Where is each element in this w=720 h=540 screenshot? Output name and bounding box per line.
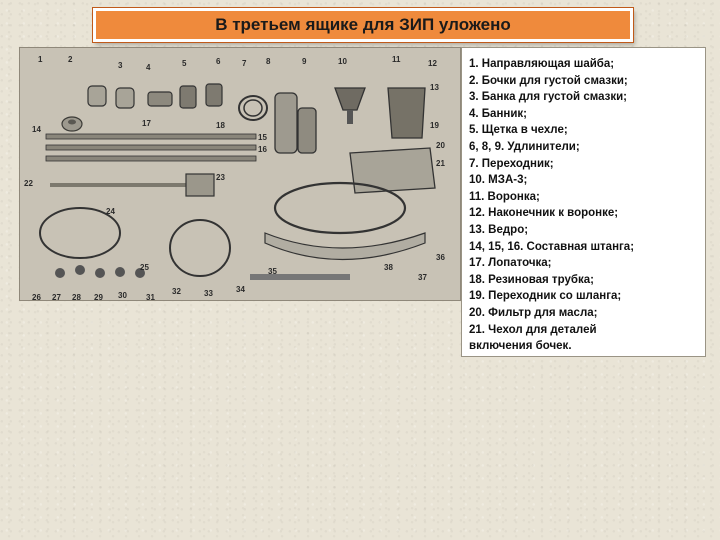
legend-item: 6, 8, 9. Удлинители; bbox=[469, 140, 580, 153]
figure-label: 16 bbox=[258, 145, 267, 154]
legend-item: 18. Резиновая трубка; bbox=[469, 273, 594, 286]
figure-label: 7 bbox=[242, 59, 247, 68]
figure-label: 4 bbox=[146, 63, 151, 72]
figure-label: 18 bbox=[216, 121, 225, 130]
figure-label: 22 bbox=[24, 179, 33, 188]
figure-label: 38 bbox=[384, 263, 393, 272]
figure-label: 19 bbox=[430, 121, 439, 130]
figure-label: 12 bbox=[428, 59, 437, 68]
equipment-photo: 1 2 3 4 5 6 7 8 9 10 11 12 13 14 15 16 1… bbox=[19, 47, 461, 301]
figure-label: 27 bbox=[52, 293, 61, 300]
legend-item: 20. Фильтр для масла; bbox=[469, 306, 598, 319]
figure-label: 28 bbox=[72, 293, 81, 300]
figure-label: 31 bbox=[146, 293, 155, 300]
figure-label: 13 bbox=[430, 83, 439, 92]
legend-item: 19. Переходник со шланга; bbox=[469, 290, 622, 303]
figure-label: 37 bbox=[418, 273, 427, 282]
figure-label: 17 bbox=[142, 119, 151, 128]
figure-label: 3 bbox=[118, 61, 123, 70]
slide-title: В третьем ящике для ЗИП уложено bbox=[215, 15, 511, 34]
legend-item: 21. Чехол для деталей bbox=[469, 323, 597, 336]
legend-item: 11. Воронка; bbox=[469, 190, 540, 203]
figure-label: 10 bbox=[338, 57, 347, 66]
legend-item: 3. Банка для густой смазки; bbox=[469, 91, 627, 104]
figure-label: 26 bbox=[32, 293, 41, 300]
figure-label: 35 bbox=[268, 267, 277, 276]
figure-label: 25 bbox=[140, 263, 149, 272]
equipment-illustration: 1 2 3 4 5 6 7 8 9 10 11 12 13 14 15 16 1… bbox=[20, 48, 460, 300]
legend-item: 5. Щетка в чехле; bbox=[469, 124, 568, 137]
figure-label: 9 bbox=[302, 57, 307, 66]
legend-item: 7. Переходник; bbox=[469, 157, 554, 170]
figure-label: 1 bbox=[38, 55, 43, 64]
legend-item: включения бочек. bbox=[469, 340, 572, 353]
figure-label: 5 bbox=[182, 59, 187, 68]
figure-label: 24 bbox=[106, 207, 115, 216]
legend-item: 13. Ведро; bbox=[469, 223, 529, 236]
legend-item: 14, 15, 16. Составная штанга; bbox=[469, 240, 635, 253]
legend-item: 12. Наконечник к воронке; bbox=[469, 207, 619, 220]
equipment-legend: 1. Направляющая шайба; 2. Бочки для густ… bbox=[461, 47, 706, 357]
figure-label: 29 bbox=[94, 293, 103, 300]
legend-item: 4. Банник; bbox=[469, 107, 527, 120]
legend-item: 10. МЗА-3; bbox=[469, 174, 528, 187]
figure-label: 20 bbox=[436, 141, 445, 150]
figure-label: 23 bbox=[216, 173, 225, 182]
figure-label: 32 bbox=[172, 287, 181, 296]
figure-label: 33 bbox=[204, 289, 213, 298]
figure-label: 21 bbox=[436, 159, 445, 168]
legend-item: 17. Лопаточка; bbox=[469, 257, 552, 270]
legend-item: 2. Бочки для густой смазки; bbox=[469, 74, 628, 87]
figure-label: 14 bbox=[32, 125, 41, 134]
figure-label: 6 bbox=[216, 57, 221, 66]
figure-label: 2 bbox=[68, 55, 73, 64]
slide-title-banner: В третьем ящике для ЗИП уложено bbox=[93, 8, 633, 42]
figure-label: 15 bbox=[258, 133, 267, 142]
figure-label: 8 bbox=[266, 57, 271, 66]
figure-label: 30 bbox=[118, 291, 127, 300]
figure-label: 34 bbox=[236, 285, 245, 294]
figure-label: 36 bbox=[436, 253, 445, 262]
legend-item: 1. Направляющая шайба; bbox=[469, 58, 615, 70]
figure-label: 11 bbox=[392, 55, 401, 64]
